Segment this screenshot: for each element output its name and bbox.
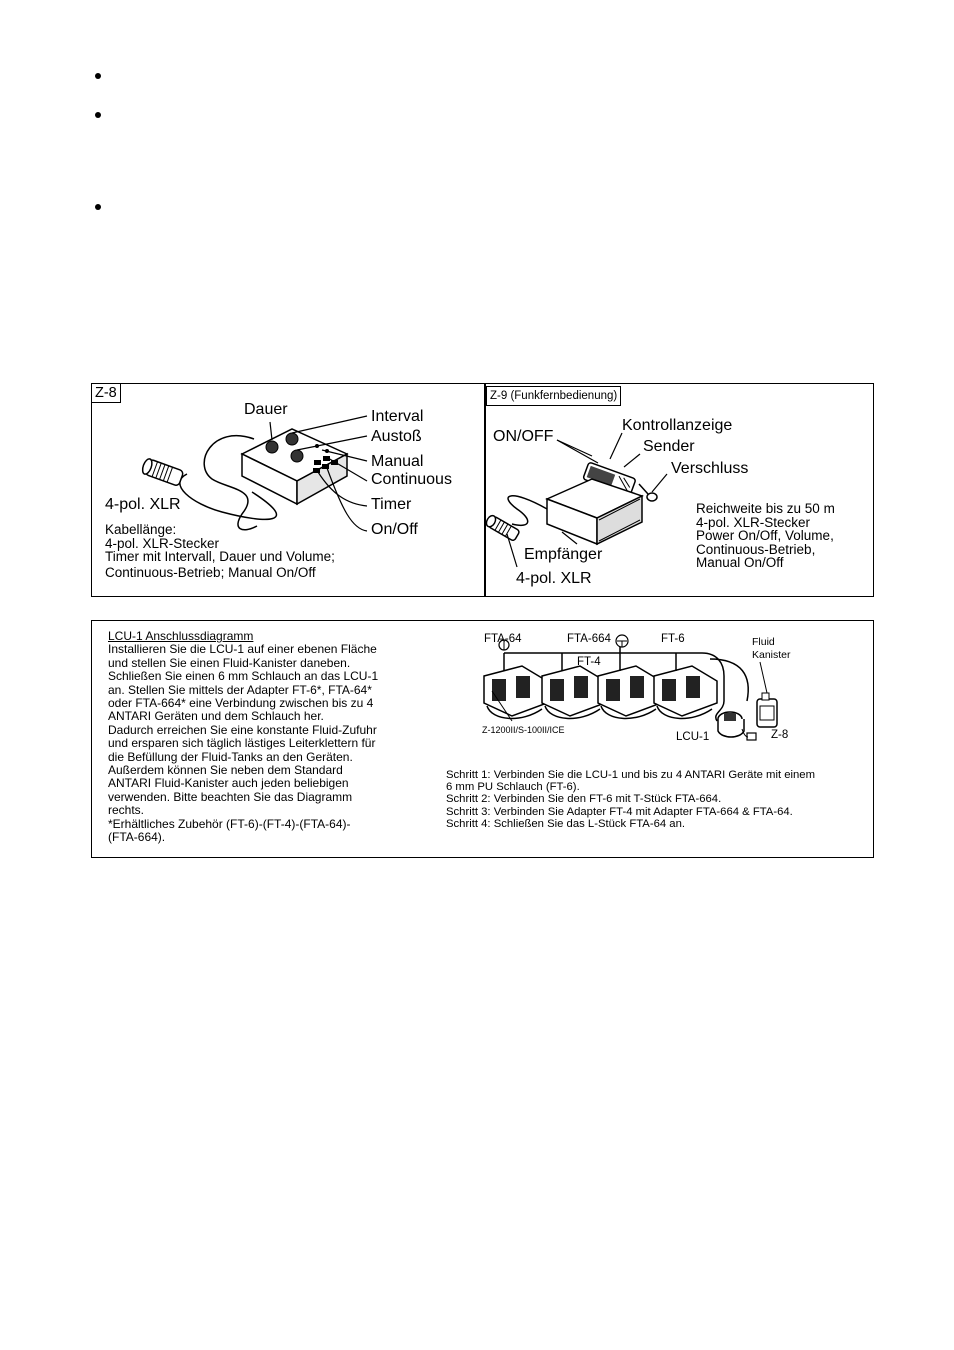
z8-description: Kabellänge: 4-pol. XLR-Stecker Timer mit… (105, 523, 335, 579)
diagram-label-fta64: FTA-64 (484, 633, 522, 645)
lcu-title: LCU-1 Anschlussdiagramm (108, 629, 254, 643)
z8-label-manual: Manual (371, 453, 424, 470)
lcu-panel: LCU-1 Anschlussdiagramm Installieren Sie… (91, 620, 874, 858)
z8-label-onoff: On/Off (371, 521, 418, 538)
lcu-step-line: Schritt 4: Schließen Sie das L-Stück FTA… (446, 817, 686, 830)
lcu-text-block: LCU-1 Anschlussdiagramm Installieren Sie… (108, 629, 379, 845)
z8-description-line: Timer mit Intervall, Dauer und Volume; (105, 549, 335, 564)
z8-illustration (141, 415, 368, 532)
machine-icon (483, 665, 548, 720)
panel-divider (484, 384, 486, 596)
z9-description-line: Continuous-Betrieb, (696, 541, 816, 557)
lcu-step-line: 6 mm PU Schlauch (FT-6). (446, 781, 580, 794)
z9-label-empfaenger: Empfänger (524, 546, 603, 563)
lcu-body-line: Installieren Sie die LCU-1 auf einer ebe… (108, 642, 377, 657)
z9-description-line: Manual On/Off (696, 555, 784, 570)
lcu-step-line: Schritt 3: Verbinden Sie Adapter FT-4 mi… (446, 805, 793, 818)
lcu-body-line: an. Stellen Sie mittels der Adapter FT-6… (108, 682, 372, 697)
z9-tag: Z-9 (Funkfernbedienung) (486, 386, 622, 406)
diagram-label-z8: Z-8 (771, 729, 789, 741)
lcu-body-line: (FTA-664). (108, 830, 166, 845)
bullet-point (95, 73, 101, 79)
diagram-label-ft6: FT-6 (661, 633, 685, 645)
lcu-body-line: Schließen Sie einen 6 mm Schlauch an das… (108, 669, 379, 684)
lcu-body-line: und stellen Sie einen Fluid-Kanister dan… (108, 655, 351, 670)
z9-label-xlr: 4-pol. XLR (516, 570, 592, 587)
lcu1-device-icon (717, 711, 745, 738)
z8-description-line: Continuous-Betrieb; Manual On/Off (105, 564, 316, 580)
lcu-body-line: verwenden. Bitte beachten Sie das Diagra… (108, 789, 353, 804)
z8-description-line: Kabellänge: (105, 522, 177, 537)
lcu-body-line: Dadurch erreichen Sie eine konstante Flu… (108, 722, 377, 737)
z9-label-sender: Sender (643, 438, 695, 455)
z8-label-ausstoss: Austoß (371, 428, 422, 445)
diagram-label-kanister: Kanister (752, 649, 791, 661)
diagram-label-fta664: FTA-664 (567, 633, 611, 645)
z9-description-line: Power On/Off, Volume, (696, 528, 834, 543)
lcu-body-line: ANTARI Fluid-Kanister auch jeden beliebi… (108, 776, 349, 791)
lcu-body-line: die Befüllung der Fluid-Tanks an den Ger… (108, 749, 353, 764)
bullet-point (95, 204, 101, 210)
z8-label-interval: Interval (371, 408, 424, 425)
z8-label-xlr: 4-pol. XLR (105, 496, 181, 513)
machine-icon (597, 665, 662, 720)
z8-description-line: 4-pol. XLR-Stecker (105, 535, 220, 551)
z9-label-verschluss: Verschluss (671, 460, 749, 477)
machine-icon (541, 665, 606, 720)
lcu-steps: Schritt 1: Verbinden Sie die LCU-1 und b… (446, 769, 815, 830)
diagram-label-lcu1: LCU-1 (676, 731, 710, 743)
z9-illustration (485, 432, 668, 568)
lcu-body-line: Außerdem können Sie neben dem Standard (108, 763, 343, 778)
z8-small-icon (746, 732, 757, 741)
lcu-step-line: Schritt 1: Verbinden Sie die LCU-1 und b… (446, 769, 815, 781)
z8-label-dauer: Dauer (244, 401, 288, 418)
fluid-canister-icon (756, 661, 778, 728)
z9-description-line: 4-pol. XLR-Stecker (696, 514, 811, 530)
diagram-label-ft4: FT-4 (577, 656, 601, 668)
lcu-step-line: Schritt 2: Verbinden Sie den FT-6 mit T-… (446, 793, 722, 806)
z8-label-timer: Timer (371, 496, 412, 513)
diagram-label-fluid: Fluid (752, 636, 775, 648)
z8-label-continuous: Continuous (371, 471, 452, 488)
lcu-body-line: *Erhältliches Zubehör (FT-6)-(FT-4)-(FTA… (108, 816, 351, 831)
lcu-body-line: rechts. (108, 803, 145, 818)
diagram-label-model: Z-1200II/S-100II/ICE (482, 725, 565, 735)
z9-label-kontrollanzeige: Kontrollanzeige (622, 417, 733, 434)
z9-description-line: Reichweite bis zu 50 m (696, 501, 835, 516)
lcu-body-line: ANTARI Geräten und dem Schlauch her. (108, 709, 324, 724)
lcu-connection-diagram (483, 634, 778, 741)
machine-icon (653, 665, 718, 720)
remote-controls-panel: Z-8 (91, 383, 874, 597)
z9-label-onoff: ON/OFF (493, 428, 554, 445)
z9-description: Reichweite bis zu 50 m 4-pol. XLR-Stecke… (696, 502, 835, 570)
lcu-body-line: und ersparen sich täglich lästiges Leite… (108, 736, 376, 751)
bullet-point (95, 112, 101, 118)
z8-tag: Z-8 (91, 383, 121, 403)
lcu-body-line: oder FTA-664* eine Verbindung zwischen b… (108, 696, 374, 711)
